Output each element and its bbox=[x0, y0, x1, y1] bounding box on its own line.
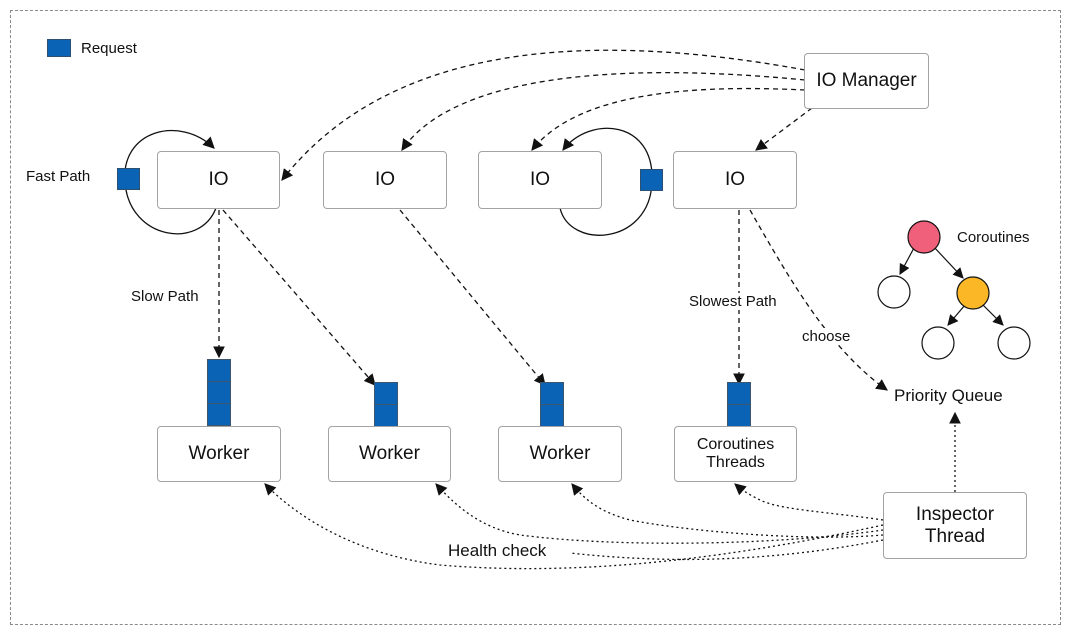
io-manager-label: IO Manager bbox=[816, 70, 917, 92]
worker-box-1: Worker bbox=[157, 426, 281, 482]
io-node-label: IO bbox=[529, 169, 551, 191]
manager-to-io2-arrow bbox=[401, 72, 806, 151]
worker1-queue bbox=[207, 359, 231, 426]
health-check-worker1-arrow bbox=[264, 483, 884, 570]
coroutines-tree-label: Coroutines bbox=[957, 229, 1030, 246]
queued-request bbox=[207, 403, 231, 426]
choose-label: choose bbox=[802, 328, 851, 345]
queued-request bbox=[374, 404, 398, 427]
queued-request bbox=[540, 404, 564, 427]
io-node-label: IO bbox=[208, 169, 229, 191]
fast-path-request-2 bbox=[640, 169, 663, 191]
queued-request bbox=[207, 381, 231, 404]
coroutine-active-node bbox=[956, 276, 990, 310]
health-check-worker3-arrow bbox=[571, 483, 884, 538]
legend-request-label: Request bbox=[81, 40, 137, 57]
io-node-1: IO bbox=[157, 151, 280, 209]
slowest-path-label: Slowest Path bbox=[689, 293, 777, 310]
worker-box-3: Worker bbox=[498, 426, 622, 482]
worker-label: Worker bbox=[359, 443, 420, 465]
queued-request bbox=[540, 382, 564, 405]
io4-to-priority-queue-arrow bbox=[749, 209, 888, 391]
coroutine-leaf-node bbox=[997, 326, 1031, 360]
priority-queue-label: Priority Queue bbox=[894, 386, 1003, 405]
io-node-2: IO bbox=[323, 151, 447, 209]
coroutines-threads-label: Coroutines Threads bbox=[696, 435, 775, 471]
inspector-thread-label: Inspector Thread bbox=[915, 503, 995, 547]
io-manager-box: IO Manager bbox=[804, 53, 929, 109]
worker2-queue bbox=[374, 382, 398, 427]
io1-to-worker2-arrow bbox=[222, 209, 376, 386]
worker3-queue bbox=[540, 382, 564, 427]
diagram-frame bbox=[10, 10, 1061, 625]
coroutines-threads-queue bbox=[727, 382, 751, 427]
worker-label: Worker bbox=[529, 443, 591, 465]
inspector-thread-box: Inspector Thread bbox=[883, 492, 1027, 559]
io-node-4: IO bbox=[673, 151, 797, 209]
legend-request-swatch bbox=[47, 39, 71, 57]
worker-box-2: Worker bbox=[328, 426, 451, 482]
queued-request bbox=[727, 404, 751, 427]
slow-path-label: Slow Path bbox=[131, 288, 199, 305]
coroutines-threads-box: Coroutines Threads bbox=[674, 426, 797, 482]
coroutines-tree bbox=[877, 220, 1031, 360]
fast-path-request-1 bbox=[117, 168, 140, 190]
coroutine-leaf-node bbox=[921, 326, 955, 360]
coroutine-root-node bbox=[907, 220, 941, 254]
io-node-3: IO bbox=[478, 151, 602, 209]
queued-request bbox=[727, 382, 751, 405]
fast-path-label: Fast Path bbox=[26, 168, 91, 185]
io2-to-worker3-arrow bbox=[399, 209, 546, 386]
io-node-label: IO bbox=[374, 169, 396, 191]
queued-request bbox=[207, 359, 231, 382]
health-check-label: Health check bbox=[446, 541, 549, 561]
health-check-worker2-arrow bbox=[435, 483, 884, 544]
worker-label: Worker bbox=[188, 443, 250, 465]
io-node-label: IO bbox=[724, 169, 746, 191]
coroutine-leaf-node bbox=[877, 275, 911, 309]
manager-to-io1-arrow bbox=[281, 49, 806, 181]
manager-to-io4-arrow bbox=[755, 107, 813, 151]
queued-request bbox=[374, 382, 398, 405]
health-check-bottom-line bbox=[569, 539, 884, 561]
